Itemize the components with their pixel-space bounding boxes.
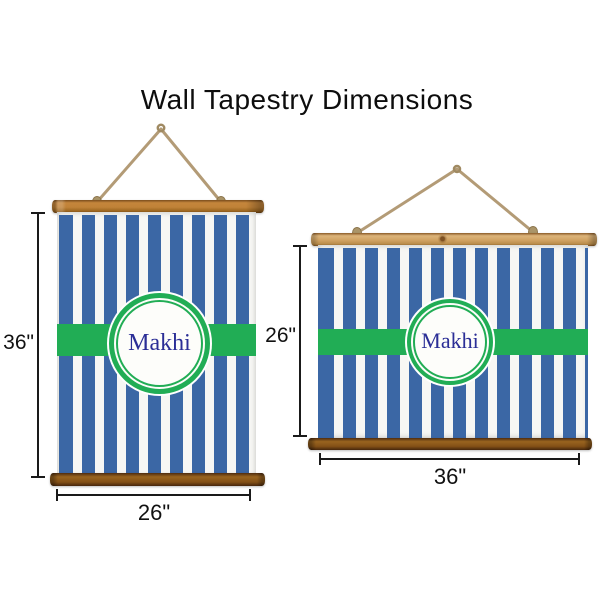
portrait-width-label: 26" [137, 500, 171, 525]
dimension-cap-bottom [31, 476, 45, 478]
height-dimension-line [37, 213, 39, 478]
top-rod [52, 200, 264, 213]
landscape-height-label: 26" [265, 324, 296, 347]
page-title: Wall Tapestry Dimensions [140, 84, 474, 115]
monogram-circle: Makhi [407, 299, 493, 385]
bottom-rod [308, 438, 592, 450]
bottom-rod [50, 473, 265, 486]
monogram-inner-ring: Makhi [413, 305, 487, 379]
dimension-cap-left [56, 489, 58, 501]
width-dimension-line [320, 458, 580, 460]
dimension-cap-right [578, 453, 580, 465]
hanging-rope [92, 123, 226, 212]
dimension-cap-bottom [293, 435, 307, 437]
dimension-cap-top [31, 212, 45, 214]
dimension-cap-top [293, 245, 307, 247]
monogram-text: Makhi [128, 329, 191, 356]
hanging-rope [352, 164, 538, 242]
portrait-height-label: 36" [3, 331, 34, 354]
monogram-inner-ring: Makhi [116, 300, 203, 387]
width-dimension-line [57, 494, 251, 496]
top-rod [311, 233, 597, 246]
monogram-circle: Makhi [109, 293, 210, 394]
dimension-cap-right [249, 489, 251, 501]
height-dimension-line [299, 246, 301, 437]
dimension-cap-left [319, 453, 321, 465]
landscape-width-label: 36" [433, 464, 467, 489]
monogram-text: Makhi [421, 328, 479, 353]
